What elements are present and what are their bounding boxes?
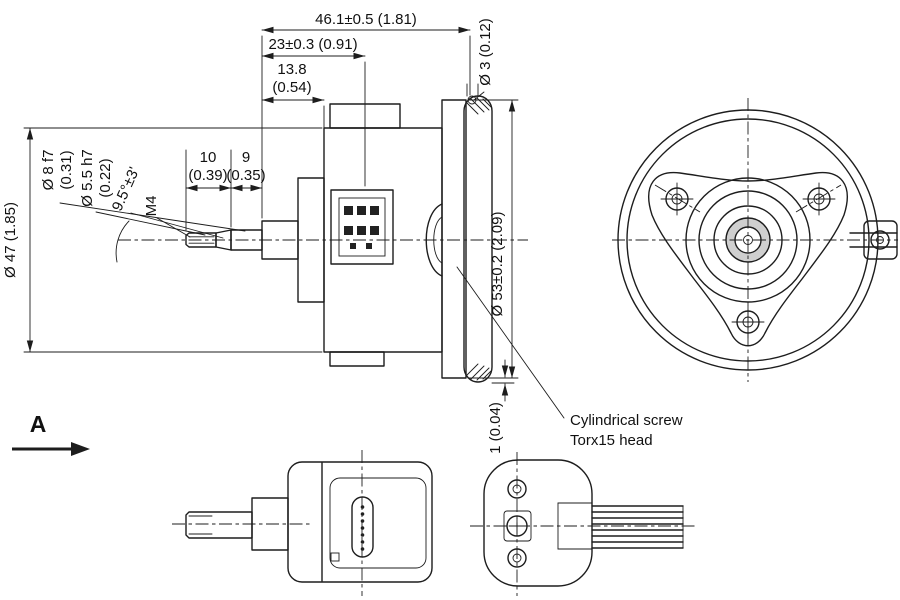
dim-10-inch: (0.39) bbox=[188, 167, 227, 184]
hatch-marks bbox=[465, 97, 492, 381]
note-screw-line2: Torx15 head bbox=[570, 432, 653, 449]
dim-dia-3: Ø 3 (0.12) bbox=[477, 18, 494, 86]
dim-clamp-1: 1 (0.04) bbox=[487, 402, 504, 454]
connector-block bbox=[330, 189, 394, 265]
dimension-labels: 46.1±0.5 (1.81) 23±0.3 (0.91) 13.8 (0.54… bbox=[2, 11, 683, 454]
front-view bbox=[612, 98, 898, 382]
connector-panel bbox=[329, 477, 427, 569]
clamp-ring bbox=[463, 95, 493, 383]
dim-dia-8: Ø 8 f7 bbox=[40, 150, 57, 191]
dim-10: 10 bbox=[200, 149, 217, 166]
dim-dia-47: Ø 47 (1.85) bbox=[2, 202, 19, 278]
angle-arc bbox=[115, 220, 130, 263]
screw-note-leader bbox=[456, 266, 565, 419]
dim-dia-5-5-inch: (0.22) bbox=[97, 158, 114, 197]
dim-dia-53: Ø 53±0.2 (2.09) bbox=[489, 212, 506, 317]
dim-9: 9 bbox=[242, 149, 250, 166]
mounting-flange bbox=[441, 99, 467, 379]
shaft-bottom bbox=[185, 511, 253, 539]
dim-dia-5-5: Ø 5.5 h7 bbox=[79, 149, 96, 207]
view-a-arrow bbox=[12, 442, 90, 456]
mounting-plate bbox=[648, 171, 848, 347]
dim-dia-8-inch: (0.31) bbox=[58, 150, 75, 189]
bottom-view bbox=[172, 450, 433, 596]
note-screw-line1: Cylindrical screw bbox=[570, 412, 683, 429]
body-bottom bbox=[287, 461, 433, 583]
cable-view bbox=[470, 452, 695, 596]
dim-13-8-inch: (0.54) bbox=[272, 79, 311, 96]
body-rear bbox=[483, 459, 593, 587]
dim-total-length: 46.1±0.5 (1.81) bbox=[315, 11, 417, 28]
dim-9-inch: (0.35) bbox=[226, 167, 265, 184]
screw-hole-top-left bbox=[660, 182, 694, 216]
dim-23: 23±0.3 (0.91) bbox=[268, 36, 357, 53]
screw-hole-top-right bbox=[802, 182, 836, 216]
dim-thread-m4: M4 bbox=[143, 196, 160, 217]
dsub-connector bbox=[351, 496, 374, 558]
view-a-label: A bbox=[30, 411, 47, 437]
dimension-lines bbox=[23, 26, 565, 419]
cable-bundle bbox=[591, 505, 684, 549]
side-view bbox=[118, 95, 528, 383]
dim-13-8: 13.8 bbox=[277, 61, 306, 78]
